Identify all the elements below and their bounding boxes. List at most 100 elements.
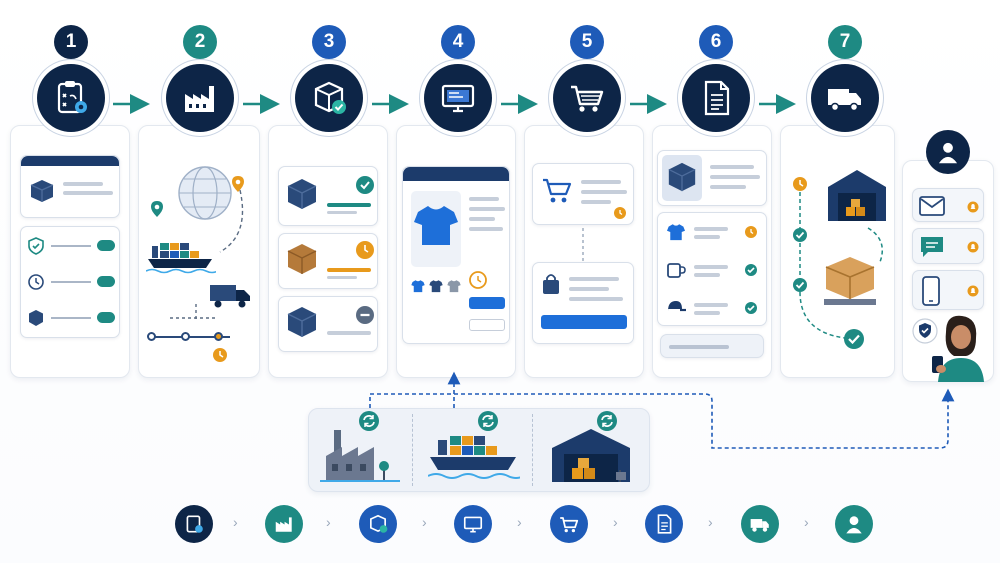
map-pin-icon	[232, 176, 244, 192]
step-number-4: 4	[441, 25, 475, 59]
order-items-list	[657, 212, 767, 326]
user-icon	[926, 130, 970, 174]
check-icon	[745, 264, 757, 276]
monitor-icon	[424, 64, 492, 132]
clock-icon	[745, 226, 757, 238]
clock-icon	[793, 177, 807, 191]
truck-icon	[210, 285, 250, 308]
shopping-bag-icon	[543, 274, 559, 294]
sync-icon	[597, 411, 617, 431]
cargo-ship-icon	[428, 436, 520, 479]
minus-icon	[356, 306, 374, 324]
order-total-bar	[660, 334, 764, 358]
box-icon	[668, 162, 696, 192]
tshirt-icon	[667, 224, 685, 241]
clock-icon	[614, 207, 626, 219]
parcel-pallet-icon	[824, 257, 876, 305]
warehouse-icon	[828, 170, 886, 221]
step-number-3: 3	[312, 25, 346, 59]
check-icon	[793, 278, 807, 292]
factory-icon	[166, 64, 234, 132]
box-check-icon	[295, 64, 363, 132]
route-line	[150, 336, 230, 338]
bell-icon	[967, 241, 979, 253]
sync-icon	[359, 411, 379, 431]
shield-check-icon	[28, 237, 44, 255]
dashboard-window	[20, 155, 120, 218]
map-pin-icon	[151, 201, 163, 217]
bell-icon	[967, 285, 979, 297]
coffee-mug-icon	[667, 263, 686, 278]
cargo-ship-icon	[146, 243, 216, 274]
document-icon	[645, 505, 683, 543]
step-number-6: 6	[699, 25, 733, 59]
product-page-window	[402, 166, 510, 344]
check-icon	[745, 302, 757, 314]
clock-icon	[28, 274, 44, 290]
bell-icon	[967, 201, 979, 213]
inventory-item-low-stock	[278, 233, 378, 289]
chevron-right-icon: ›	[517, 514, 522, 530]
check-icon	[356, 176, 374, 194]
document-icon	[682, 64, 750, 132]
toggle-switch[interactable]	[97, 276, 115, 287]
chat-notification	[912, 228, 984, 264]
box-icon	[29, 310, 43, 326]
chevron-right-icon: ›	[613, 514, 618, 530]
check-icon	[793, 228, 807, 242]
shopping-cart-icon	[550, 505, 588, 543]
chevron-right-icon: ›	[804, 514, 809, 530]
chevron-right-icon: ›	[708, 514, 713, 530]
chevron-right-icon: ›	[326, 514, 331, 530]
delivery-truck-icon	[811, 64, 879, 132]
clipboard-gear-icon	[175, 505, 213, 543]
smartphone-icon	[922, 276, 940, 306]
toggle-switch[interactable]	[97, 240, 115, 251]
step-number-1: 1	[54, 25, 88, 59]
user-icon	[835, 505, 873, 543]
delivery-truck-icon	[741, 505, 779, 543]
tshirt-thumbnail-icon	[447, 280, 461, 293]
sms-notification	[912, 270, 984, 310]
shield-check-icon	[912, 318, 938, 344]
inventory-item-out-of-stock	[278, 296, 378, 352]
mail-icon	[919, 196, 945, 216]
tshirt-icon	[414, 206, 458, 245]
sync-icon	[478, 411, 498, 431]
cart-panel	[532, 163, 634, 225]
shopping-cart-icon	[553, 64, 621, 132]
factory-icon	[320, 430, 400, 482]
route-node	[147, 332, 156, 341]
factory-icon	[265, 505, 303, 543]
add-to-cart-button[interactable]	[469, 297, 505, 309]
checkout-button[interactable]	[541, 315, 627, 329]
settings-panel	[20, 226, 120, 338]
checkout-panel	[532, 262, 634, 344]
box-check-icon	[359, 505, 397, 543]
step-number-5: 5	[570, 25, 604, 59]
monitor-icon	[454, 505, 492, 543]
order-summary-header	[657, 150, 767, 206]
clock-icon	[356, 241, 374, 259]
tshirt-thumbnail-icon	[411, 280, 425, 293]
customer-avatar	[932, 315, 984, 382]
step-7-card	[780, 125, 895, 378]
warehouse-icon	[552, 429, 630, 482]
clock-icon	[213, 348, 227, 362]
route-node	[214, 332, 223, 341]
inventory-item-in-stock	[278, 166, 378, 226]
tshirt-thumbnail-icon	[429, 280, 443, 293]
strip-divider	[412, 414, 413, 486]
globe-icon	[178, 166, 232, 220]
cap-icon	[668, 301, 686, 312]
email-notification	[912, 188, 984, 222]
clipboard-gear-icon	[37, 64, 105, 132]
chat-bubble-icon	[921, 237, 943, 257]
route-node	[181, 332, 190, 341]
toggle-switch[interactable]	[97, 312, 115, 323]
chevron-right-icon: ›	[233, 514, 238, 530]
shopping-cart-icon	[543, 178, 572, 203]
secondary-button[interactable]	[469, 319, 505, 331]
clock-icon	[469, 271, 487, 289]
